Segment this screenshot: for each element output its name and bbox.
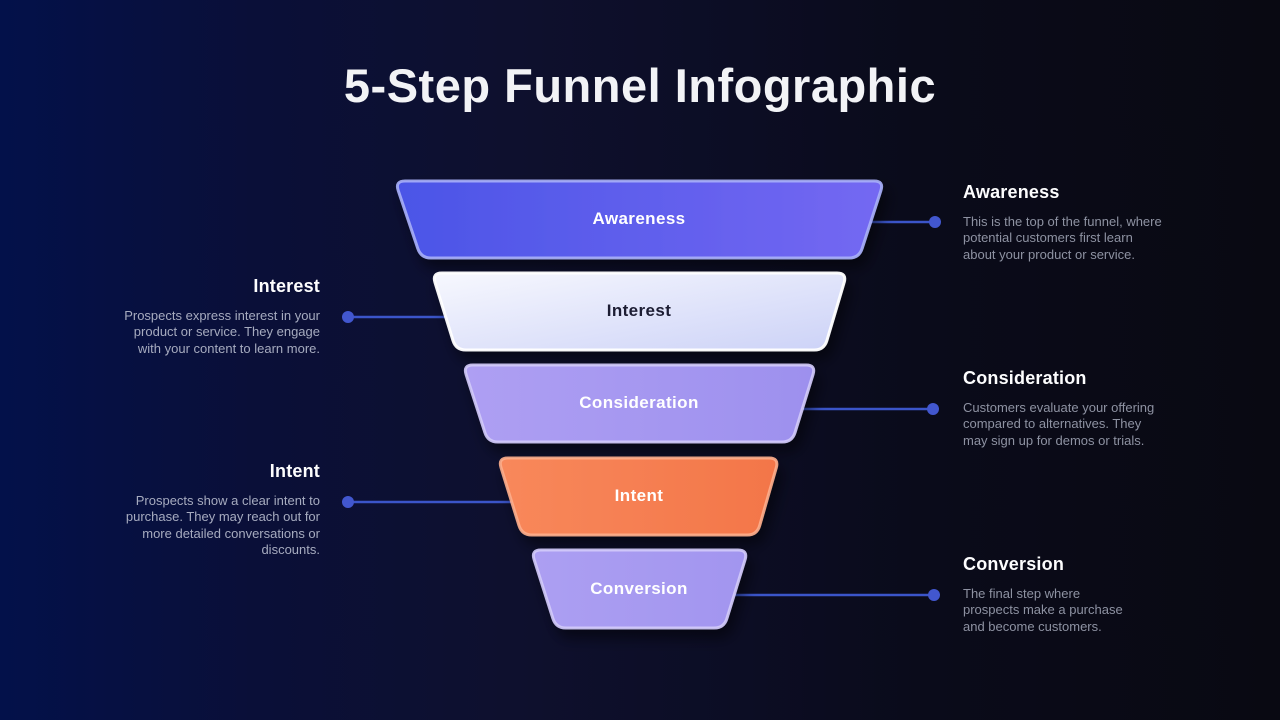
callout-awareness-description: This is the top of the funnel, where pot… [963, 214, 1162, 262]
callout-consideration-title: Consideration [963, 368, 1087, 388]
callout-consideration: Consideration Customers evaluate your of… [963, 368, 1203, 449]
callout-conversion: Conversion The final step where prospect… [963, 554, 1203, 635]
connector-dot-consideration [927, 403, 939, 415]
callout-intent-description: Prospects show a clear intent to purchas… [125, 493, 320, 557]
funnel-step-intent-label: Intent [614, 486, 664, 505]
callout-consideration-description: Customers evaluate your offering compare… [963, 400, 1155, 448]
callout-interest-description: Prospects express interest in your produ… [124, 308, 320, 356]
callout-intent-title: Intent [269, 461, 320, 481]
page-title: 5-Step Funnel Infographic [343, 59, 937, 112]
connector-dot-conversion [928, 589, 940, 601]
callout-intent: Intent Prospects show a clear intent to … [80, 461, 320, 558]
funnel-step-awareness-label: Awareness [592, 209, 686, 228]
funnel-step-awareness-shape[interactable] [395, 179, 884, 260]
callout-conversion-description: The final step where prospects make a pu… [963, 586, 1123, 634]
funnel-step-intent-shape[interactable] [498, 456, 779, 537]
connector-dot-interest [342, 311, 354, 323]
callout-interest: Interest Prospects express interest in y… [80, 276, 320, 357]
funnel-step-consideration-label: Consideration [579, 393, 699, 412]
funnel-step-interest-label: Interest [606, 301, 672, 320]
callout-awareness: Awareness This is the top of the funnel,… [963, 182, 1203, 263]
callout-awareness-title: Awareness [963, 182, 1060, 202]
callout-conversion-title: Conversion [963, 554, 1065, 574]
funnel-step-consideration-shape[interactable] [463, 363, 816, 444]
connectors [342, 216, 941, 601]
connector-dot-awareness [929, 216, 941, 228]
callout-interest-title: Interest [253, 276, 320, 296]
connector-dot-intent [342, 496, 354, 508]
funnel-step-interest-shape[interactable] [432, 271, 847, 352]
funnel-step-conversion-shape[interactable] [531, 548, 748, 630]
funnel-step-conversion-label: Conversion [590, 579, 688, 598]
